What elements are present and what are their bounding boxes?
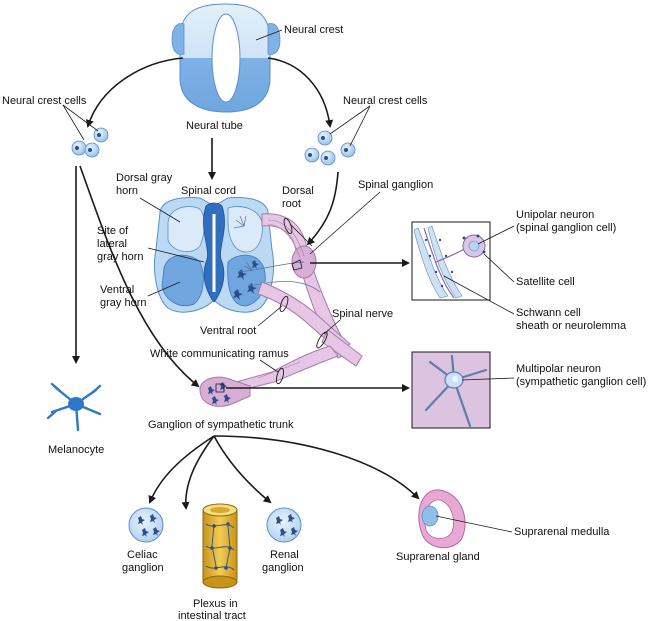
white-ramus-leader (259, 359, 279, 373)
neural-crest-label: Neural crest (284, 24, 343, 36)
unipolar-leader (477, 225, 515, 245)
arrow-to-celiac (148, 435, 215, 504)
ventral-gray-horn-label-1: Ventral (100, 284, 134, 296)
lateral-horn-label-2: lateral (97, 238, 127, 250)
melanocyte (46, 382, 102, 432)
schwann-leader (443, 275, 515, 315)
lateral-horn-leader (147, 247, 205, 263)
dorsal-root-label-2: root (282, 198, 301, 210)
unipolar-label-2: (spinal ganglion cell) (516, 222, 616, 234)
intestinal-plexus (202, 503, 238, 589)
spinal-nerve-leader (323, 319, 341, 335)
dorsal-horn-leader (139, 197, 181, 223)
suprarenal-medulla-leader (435, 515, 513, 533)
lateral-horn-label-3: gray horn (97, 251, 143, 263)
arrow-tube-to-right-cells (267, 57, 334, 128)
neural-tube-label: Neural tube (186, 120, 243, 132)
suprarenal-gland (418, 489, 466, 549)
neural-crest-cells-right-label: Neural crest cells (343, 95, 428, 107)
sympathetic-ganglion (199, 376, 251, 407)
neural-crest-cells-left-label: Neural crest cells (2, 95, 87, 107)
celiac-label-2: ganglion (122, 562, 164, 574)
arrow-to-renal (213, 435, 272, 504)
ncc-left-leader-1 (62, 104, 85, 141)
multipolar-label-2: (sympathetic ganglion cell) (516, 376, 646, 388)
spinal-cord-label: Spinal cord (181, 185, 236, 197)
arrow-to-sympathetic-ganglion (79, 165, 200, 388)
spinal-ganglion-label: Spinal ganglion (358, 179, 433, 191)
celiac-ganglion (128, 507, 164, 543)
ncc-right-leader-2 (349, 105, 371, 147)
renal-ganglion (266, 507, 302, 543)
neural-crest-cells-right (304, 130, 356, 166)
celiac-label-1: Celiac (127, 549, 158, 561)
neural-crest-leader (255, 29, 283, 41)
schwann-label-2: sheath or neurolemma (516, 320, 627, 332)
ventral-root-label: Ventral root (200, 325, 256, 337)
ncc-right-leader-1 (329, 105, 371, 135)
unipolar-neuron-inset (411, 221, 491, 301)
ring-white-ramus (275, 367, 285, 385)
arrow-tube-to-left-cells (85, 57, 184, 128)
dorsal-gray-horn-label-2: horn (116, 185, 138, 197)
neural-crest-cells-left (71, 127, 109, 158)
multipolar-neuron-inset (411, 351, 491, 429)
spinal-nerve (233, 329, 363, 393)
ncc-left-leader-2 (62, 104, 99, 132)
multipolar-leader (461, 377, 515, 381)
melanocyte-label: Melanocyte (48, 444, 104, 456)
spinal-ganglion-leader (309, 191, 381, 255)
satellite-cell-leader (483, 253, 515, 283)
dorsal-gray-horn-label-1: Dorsal gray (116, 172, 173, 184)
unipolar-label-1: Unipolar neuron (516, 209, 594, 221)
plexus-label-2: intestinal tract (178, 610, 246, 621)
spinal-nerve-label: Spinal nerve (332, 308, 393, 320)
ventral-gray-horn-label-2: gray horn (100, 297, 146, 309)
arrow-to-suprarenal (213, 435, 420, 500)
renal-label-2: ganglion (262, 562, 304, 574)
white-ramus-label: White communicating ramus (150, 348, 289, 360)
suprarenal-medulla-label: Suprarenal medulla (514, 526, 610, 538)
arrow-to-spinal-ganglion (306, 171, 339, 246)
spinal-cord (154, 197, 274, 313)
ventral-horn-leader (147, 281, 181, 297)
neural-tube (179, 3, 271, 113)
multipolar-label-1: Multipolar neuron (516, 363, 601, 375)
ring-ventral-root (279, 295, 289, 313)
ganglion-sympathetic-label: Ganglion of sympathetic trunk (148, 419, 294, 431)
plexus-label-1: Plexus in (193, 598, 238, 610)
dorsal-root-label-1: Dorsal (282, 185, 314, 197)
arrow-to-plexus (181, 435, 215, 510)
schwann-label-1: Schwann cell (516, 307, 581, 319)
suprarenal-gland-label: Suprarenal gland (396, 551, 480, 563)
neural-crest-tissue (171, 23, 281, 55)
renal-label-1: Renal (270, 549, 299, 561)
ventral-root-leader (257, 305, 283, 327)
satellite-cell-label: Satellite cell (516, 276, 575, 288)
